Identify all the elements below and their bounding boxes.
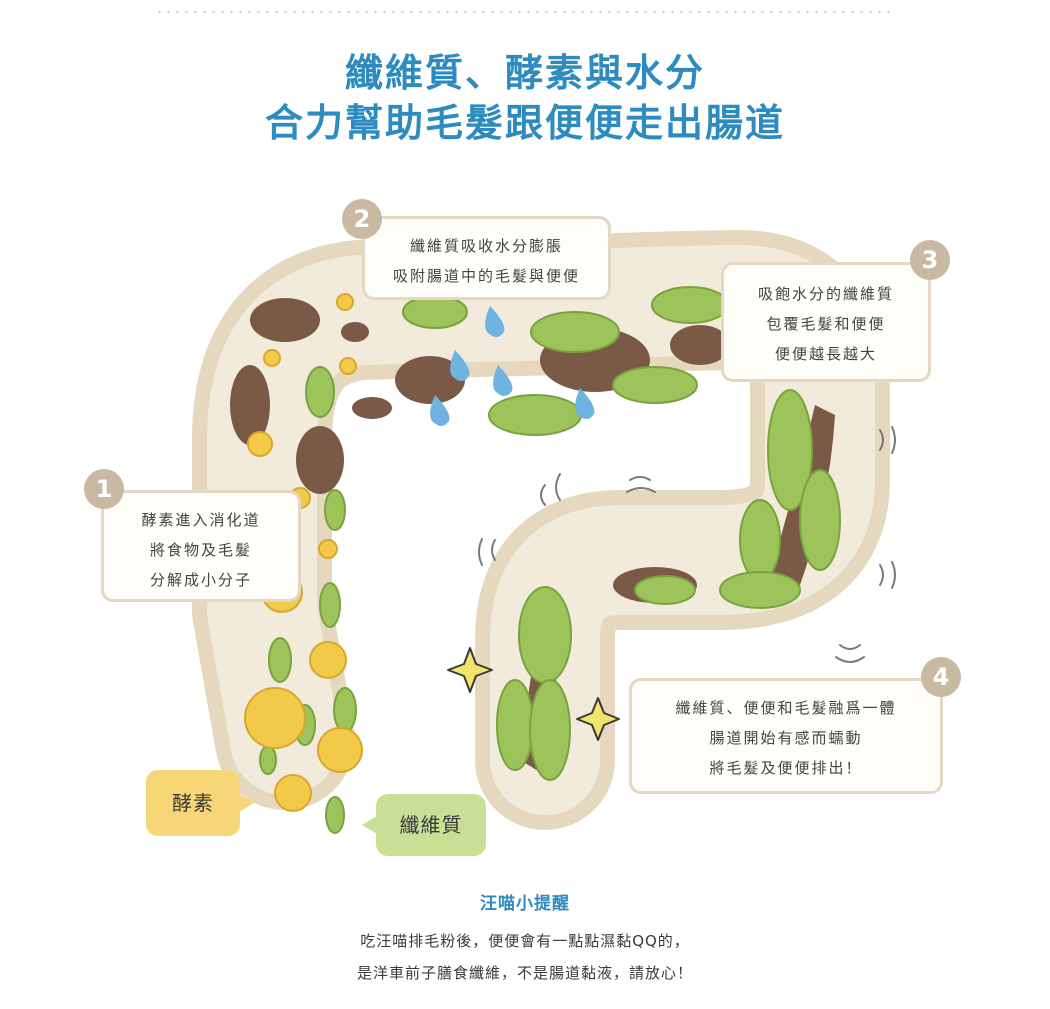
step-2-badge: 2 — [342, 199, 382, 239]
enzyme-label-pointer — [239, 794, 254, 812]
step-3-line-3: 便便越長越大 — [774, 345, 877, 363]
step-4-callout: 纖維質、便便和毛髮融爲一體 腸道開始有感而蠕動 將毛髮及便便排出！ — [629, 678, 943, 794]
sparkle-icon — [447, 647, 620, 741]
page-title-line1: 纖維質、酵素與水分 — [344, 51, 705, 95]
fiber-character-icon — [259, 286, 841, 834]
step-3-badge: 3 — [910, 240, 950, 280]
step-1-line-1: 酵素進入消化道 — [141, 511, 261, 529]
step-4-line-3: 將毛髮及便便排出！ — [709, 759, 863, 777]
step-2-callout: 纖維質吸收水分膨脹 吸附腸道中的毛髮與便便 — [362, 216, 611, 300]
step-2-line-1: 纖維質吸收水分膨脹 — [409, 237, 563, 255]
step-2-line-2: 吸附腸道中的毛髮與便便 — [392, 267, 580, 285]
enzyme-label: 酵素 — [146, 770, 254, 836]
step-4-line-1: 纖維質、便便和毛髮融爲一體 — [675, 699, 897, 717]
tip-line-1: 吃汪喵排毛粉後，便便會有一點點濕黏QQ的， — [360, 932, 690, 950]
step-3-callout: 吸飽水分的纖維質 包覆毛髮和便便 便便越長越大 — [721, 262, 931, 382]
tip-title: 汪喵小提醒 — [480, 894, 570, 914]
motion-lines — [478, 426, 896, 663]
page-title-line2: 合力幫助毛髮跟便便走出腸道 — [264, 101, 785, 145]
step-1-line-3: 分解成小分子 — [149, 571, 252, 589]
step-3-line-2: 包覆毛髮和便便 — [766, 315, 886, 333]
fiber-label-text: 纖維質 — [399, 813, 463, 837]
enzyme-label-text: 酵素 — [172, 791, 214, 815]
step-1-badge: 1 — [84, 469, 124, 509]
fiber-label: 纖維質 — [362, 794, 486, 856]
step-4-line-2: 腸道開始有感而蠕動 — [709, 729, 863, 747]
step-3-line-1: 吸飽水分的纖維質 — [757, 285, 894, 303]
fiber-label-pointer — [362, 816, 377, 834]
tip-line-2: 是洋車前子膳食纖維，不是腸道黏液，請放心！ — [356, 964, 693, 982]
step-4-badge: 4 — [921, 657, 961, 697]
water-drop-icon — [430, 306, 595, 426]
step-1-line-2: 將食物及毛髮 — [149, 541, 252, 559]
dotted-divider — [155, 10, 895, 14]
step-1-callout: 酵素進入消化道 將食物及毛髮 分解成小分子 — [101, 490, 301, 602]
